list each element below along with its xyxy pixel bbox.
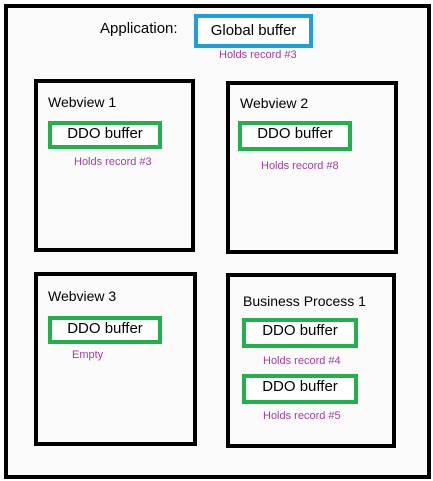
webview-3-title: Webview 3 <box>48 288 117 304</box>
business-process-1-ddo-buffer-2: DDO buffer <box>242 374 358 404</box>
webview-1-ddo-note: Holds record #3 <box>74 156 152 168</box>
application-label: Application: <box>100 20 178 37</box>
business-process-1-ddo-buffer-1: DDO buffer <box>242 318 358 348</box>
webview-1-panel <box>34 79 195 252</box>
webview-3-ddo-buffer: DDO buffer <box>48 316 162 344</box>
global-buffer-note: Holds record #3 <box>219 49 297 61</box>
business-process-1-ddo-note-2: Holds record #5 <box>263 410 341 422</box>
business-process-1-title: Business Process 1 <box>243 293 366 309</box>
global-buffer-box: Global buffer <box>194 14 313 48</box>
webview-2-title: Webview 2 <box>240 95 309 111</box>
webview-3-ddo-note: Empty <box>72 349 104 361</box>
webview-2-ddo-note: Holds record #8 <box>261 160 339 172</box>
webview-1-ddo-buffer: DDO buffer <box>48 121 162 149</box>
business-process-1-panel <box>226 273 396 448</box>
webview-1-title: Webview 1 <box>48 94 117 110</box>
webview-2-ddo-buffer: DDO buffer <box>238 121 352 151</box>
webview-3-panel <box>34 272 197 446</box>
business-process-1-ddo-note-1: Holds record #4 <box>263 355 341 367</box>
webview-2-panel <box>226 81 398 254</box>
